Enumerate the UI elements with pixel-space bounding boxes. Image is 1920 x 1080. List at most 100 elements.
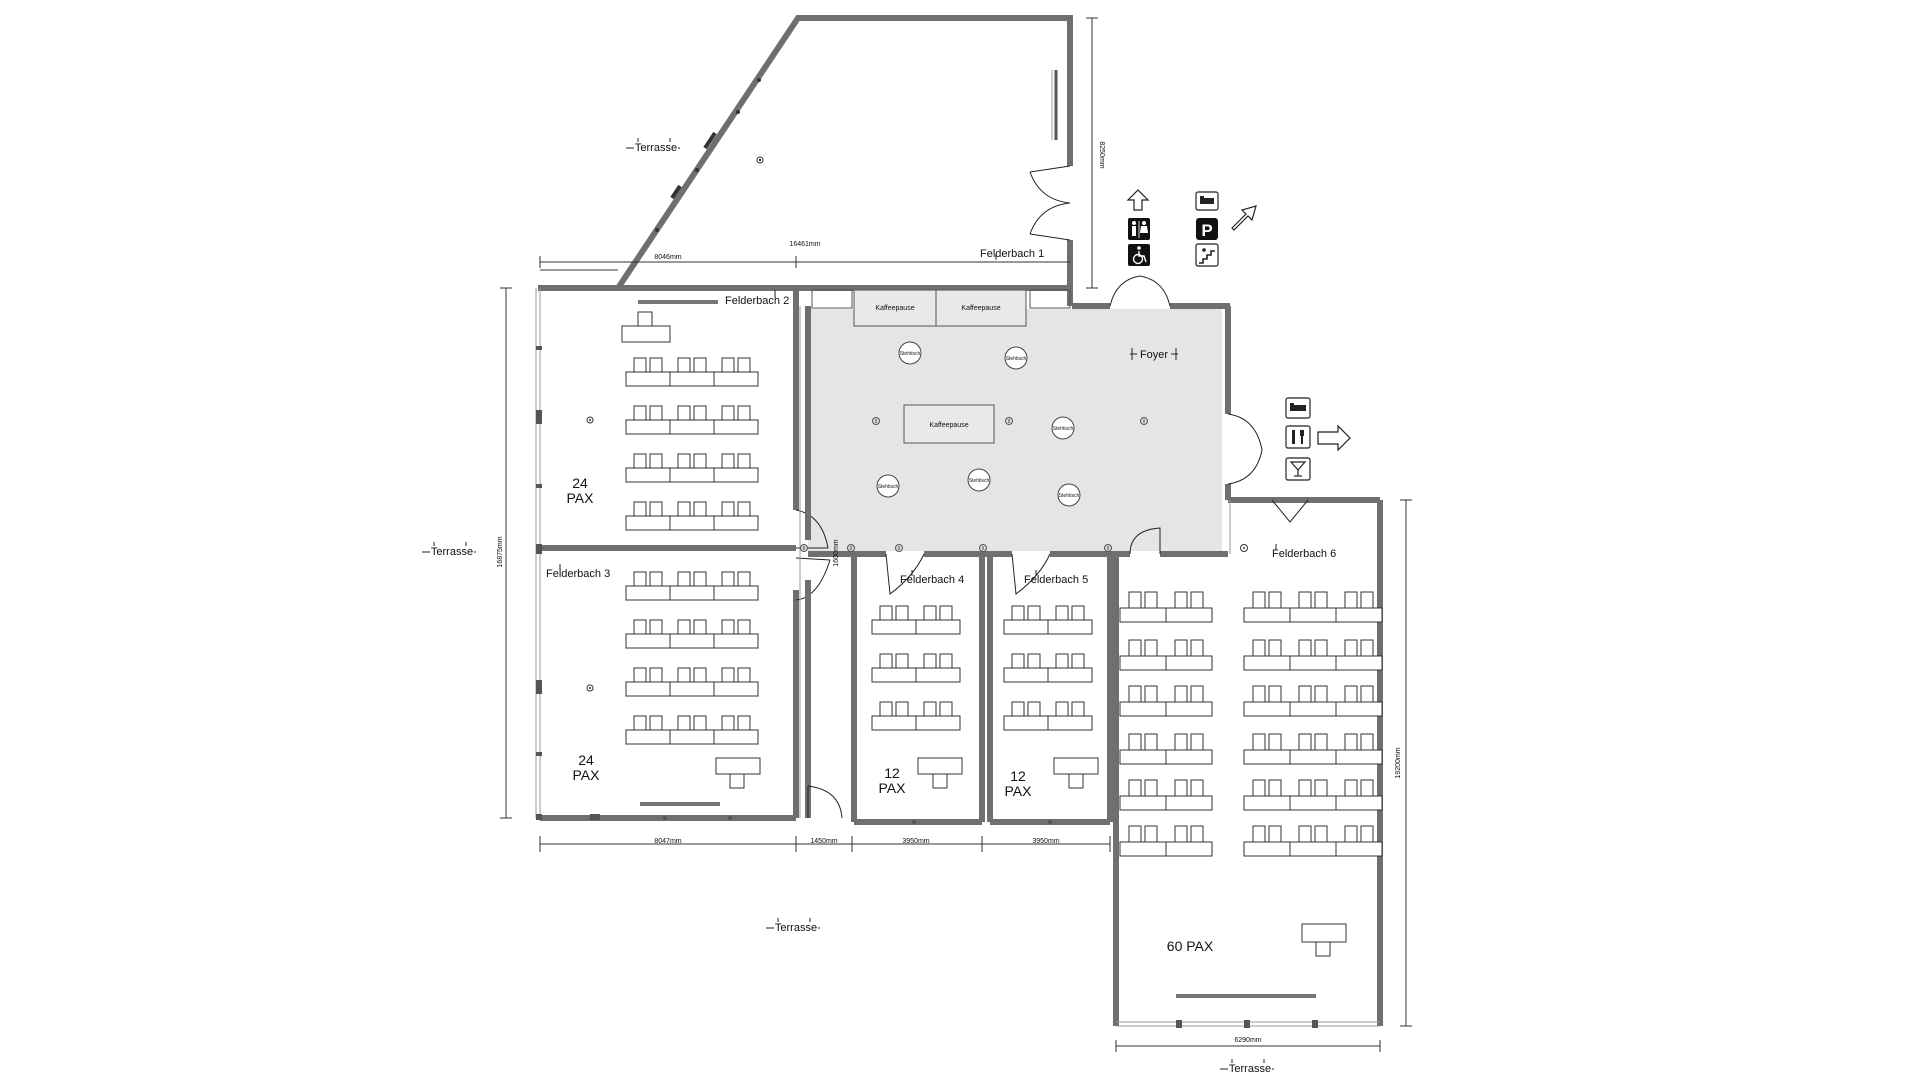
- chair: [737, 405, 751, 421]
- chair: [633, 571, 647, 587]
- coffee-label-1: Kaffeepause: [875, 305, 914, 312]
- coffee-label-3: Kaffeepause: [929, 422, 968, 429]
- standing-table[interactable]: [876, 474, 900, 498]
- terrace-label-3: Terrasse: [775, 922, 817, 934]
- chair: [1027, 605, 1041, 621]
- chair: [1314, 591, 1328, 609]
- chair: [677, 501, 691, 517]
- chair: [895, 605, 909, 621]
- chair: [1190, 591, 1204, 609]
- chair: [1174, 591, 1188, 609]
- foyer[interactable]: Foyer Kaffeepause Kaffeepause Kaffeepaus…: [800, 275, 1381, 557]
- chair: [1190, 779, 1204, 797]
- table: [669, 467, 715, 483]
- table: [915, 619, 961, 635]
- chair: [677, 619, 691, 635]
- table: [625, 633, 671, 649]
- standing-table[interactable]: [1004, 346, 1028, 370]
- dim-8047: 8047mm: [654, 838, 681, 845]
- dim-1600: 1600mm: [833, 539, 840, 566]
- table: [713, 371, 759, 387]
- chair: [649, 453, 663, 469]
- dim-3950a: 3950mm: [902, 838, 929, 845]
- chair: [721, 571, 735, 587]
- room-felderbach-3[interactable]: [536, 557, 831, 821]
- chair: [1144, 779, 1158, 797]
- chair: [879, 701, 893, 717]
- chair: [737, 453, 751, 469]
- standing-table[interactable]: [1051, 416, 1075, 440]
- chair: [1011, 701, 1025, 717]
- table: [1119, 749, 1167, 765]
- seating-tables: [625, 357, 1383, 857]
- chair: [923, 653, 937, 669]
- chair: [1011, 605, 1025, 621]
- chair: [737, 357, 751, 373]
- table: [713, 467, 759, 483]
- standing-table[interactable]: [898, 341, 922, 365]
- coffee-table-3[interactable]: [903, 404, 995, 444]
- chair: [1144, 639, 1158, 657]
- dim-1450: 1450mm: [810, 838, 837, 845]
- table: [1003, 619, 1049, 635]
- table: [1289, 607, 1337, 623]
- room-felderbach-4[interactable]: [851, 553, 985, 825]
- table: [1003, 667, 1049, 683]
- chair: [721, 357, 735, 373]
- table: [1335, 795, 1383, 811]
- table: [713, 585, 759, 601]
- chair: [1128, 591, 1142, 609]
- room-labels: Felderbach 1 Felderbach 2 Felderbach 3 F…: [546, 248, 1336, 586]
- standing-table-label: Stehtisch: [900, 351, 921, 357]
- chair: [923, 701, 937, 717]
- chair: [737, 619, 751, 635]
- chair: [1360, 779, 1374, 797]
- chair: [1344, 779, 1358, 797]
- chair: [1298, 733, 1312, 751]
- chair: [1027, 701, 1041, 717]
- table: [1165, 655, 1213, 671]
- chair: [1174, 685, 1188, 703]
- restroom-icon: [1128, 218, 1150, 240]
- chair: [1314, 685, 1328, 703]
- table: [1165, 607, 1213, 623]
- chair: [721, 667, 735, 683]
- chair: [633, 619, 647, 635]
- table: [713, 729, 759, 745]
- label-felderbach-1: Felderbach 1: [980, 248, 1044, 260]
- chair: [633, 357, 647, 373]
- room-felderbach-5[interactable]: [987, 553, 1113, 825]
- wayfinding-icons: P: [1126, 189, 1351, 481]
- chair: [1174, 825, 1188, 843]
- table: [625, 419, 671, 435]
- chair: [1298, 779, 1312, 797]
- parking-icon: P: [1196, 218, 1218, 240]
- chair: [649, 715, 663, 731]
- standing-table-label: Stehtisch: [969, 478, 990, 484]
- coffee-table-2[interactable]: [935, 289, 1027, 327]
- chair: [1314, 733, 1328, 751]
- table: [625, 467, 671, 483]
- chair: [721, 405, 735, 421]
- chair: [1071, 605, 1085, 621]
- chair: [1252, 825, 1266, 843]
- coffee-table-1[interactable]: [853, 289, 937, 327]
- chair: [677, 357, 691, 373]
- table: [713, 419, 759, 435]
- chair: [1055, 605, 1069, 621]
- foyer-label: Foyer: [1140, 349, 1168, 361]
- standing-table[interactable]: [1057, 483, 1081, 507]
- diagonal-arrow-icon: [1231, 205, 1257, 231]
- bar-icon: [1285, 457, 1311, 481]
- chair: [737, 667, 751, 683]
- table: [669, 419, 715, 435]
- chair: [649, 357, 663, 373]
- coffee-label-2: Kaffeepause: [961, 305, 1000, 312]
- table: [1243, 795, 1291, 811]
- room-felderbach-2[interactable]: [535, 288, 829, 818]
- standing-table[interactable]: [967, 468, 991, 492]
- chair: [895, 701, 909, 717]
- room-felderbach-1[interactable]: [615, 15, 1073, 306]
- foyer-area[interactable]: [808, 309, 1222, 551]
- chair: [633, 501, 647, 517]
